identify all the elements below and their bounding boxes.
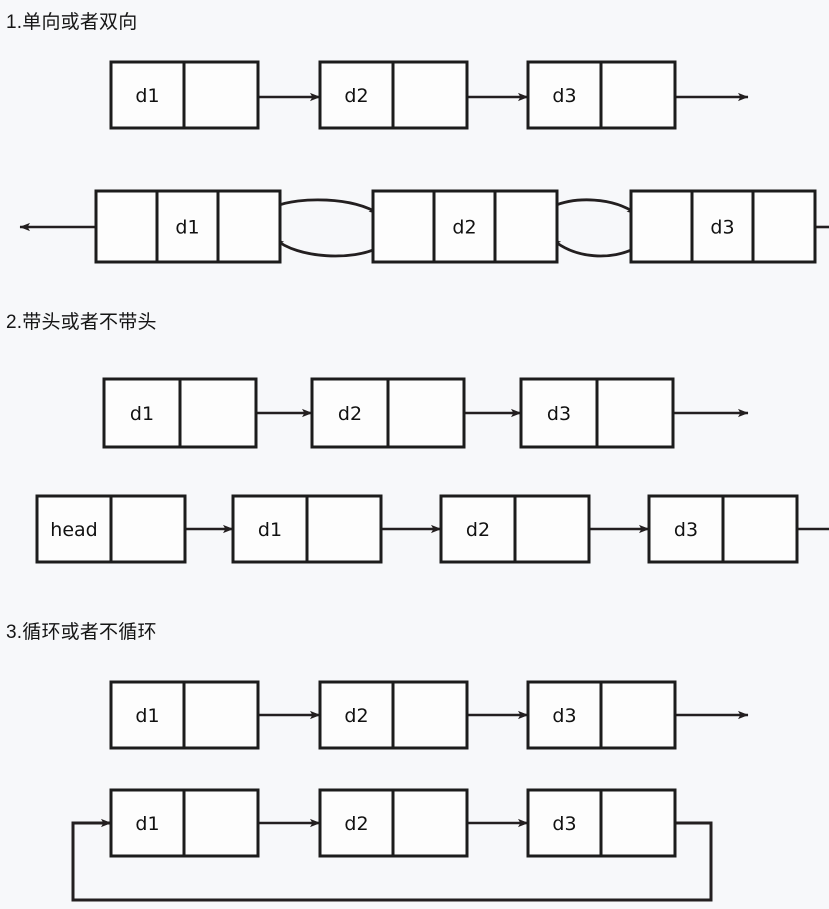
list-node: d1	[109, 788, 260, 858]
node-label: d3	[547, 403, 571, 425]
section-heading-2: 2.带头或者不带头	[6, 312, 157, 333]
node-label: d1	[135, 85, 159, 107]
list-node: d3	[526, 680, 677, 750]
node-label: d3	[552, 85, 576, 107]
node-box	[94, 189, 282, 264]
list-node: d1	[109, 680, 260, 750]
node-label: d3	[710, 217, 734, 239]
list-node: d3	[629, 189, 817, 264]
list-node: d2	[439, 494, 591, 564]
row-doubly-list: d1 d2 d3	[19, 189, 829, 264]
list-node: d2	[318, 680, 469, 750]
section-heading-1: 1.单向或者双向	[6, 12, 138, 33]
node-label: d3	[552, 705, 576, 727]
row-circular-list: d1 d2 d3	[71, 788, 713, 902]
list-node: d3	[526, 60, 677, 130]
node-label: d2	[338, 403, 362, 425]
circular-loop-arrow	[71, 818, 713, 902]
list-node: d2	[371, 189, 559, 264]
row-non-circular-list: d1 d2 d3	[109, 680, 749, 750]
row-headless-list: d1 d2 d3	[102, 377, 749, 449]
node-label: d1	[135, 705, 159, 727]
list-node: d3	[519, 377, 675, 449]
list-node: d2	[318, 788, 469, 858]
node-box	[371, 189, 559, 264]
list-node: d1	[231, 494, 383, 564]
section-section-1: d1 d2 d3 d1 d2 d3	[19, 60, 829, 264]
svg-shape-layer: d1 d2 d3 d1 d2 d3 d1 d2 d3 head d1 d2 d3 d1 d2 d3 d1 d2 d3	[19, 60, 829, 902]
section-heading-3: 3.循环或者不循环	[6, 622, 157, 643]
node-label: d1	[258, 519, 282, 541]
list-node: d3	[526, 788, 677, 858]
list-node: d1	[102, 377, 258, 449]
node-label: d2	[344, 813, 368, 835]
list-node: head	[35, 494, 187, 564]
list-node: d1	[94, 189, 282, 264]
node-label: d2	[344, 705, 368, 727]
node-label: d1	[135, 813, 159, 835]
node-label: d2	[452, 217, 476, 239]
node-label: d1	[175, 217, 199, 239]
list-node: d3	[647, 494, 799, 564]
row-singly-list: d1 d2 d3	[109, 60, 749, 130]
list-node: d1	[109, 60, 260, 130]
node-label: head	[50, 519, 97, 541]
list-node: d2	[318, 60, 469, 130]
row-headed-list: head d1 d2 d3	[35, 494, 829, 564]
section-section-2: d1 d2 d3 head d1 d2 d3	[35, 377, 829, 564]
node-label: d2	[344, 85, 368, 107]
node-label: d3	[674, 519, 698, 541]
section-section-3: d1 d2 d3 d1 d2 d3	[71, 680, 749, 902]
node-label: d3	[552, 813, 576, 835]
node-box	[629, 189, 817, 264]
list-node: d2	[310, 377, 466, 449]
node-label: d1	[130, 403, 154, 425]
node-label: d2	[466, 519, 490, 541]
